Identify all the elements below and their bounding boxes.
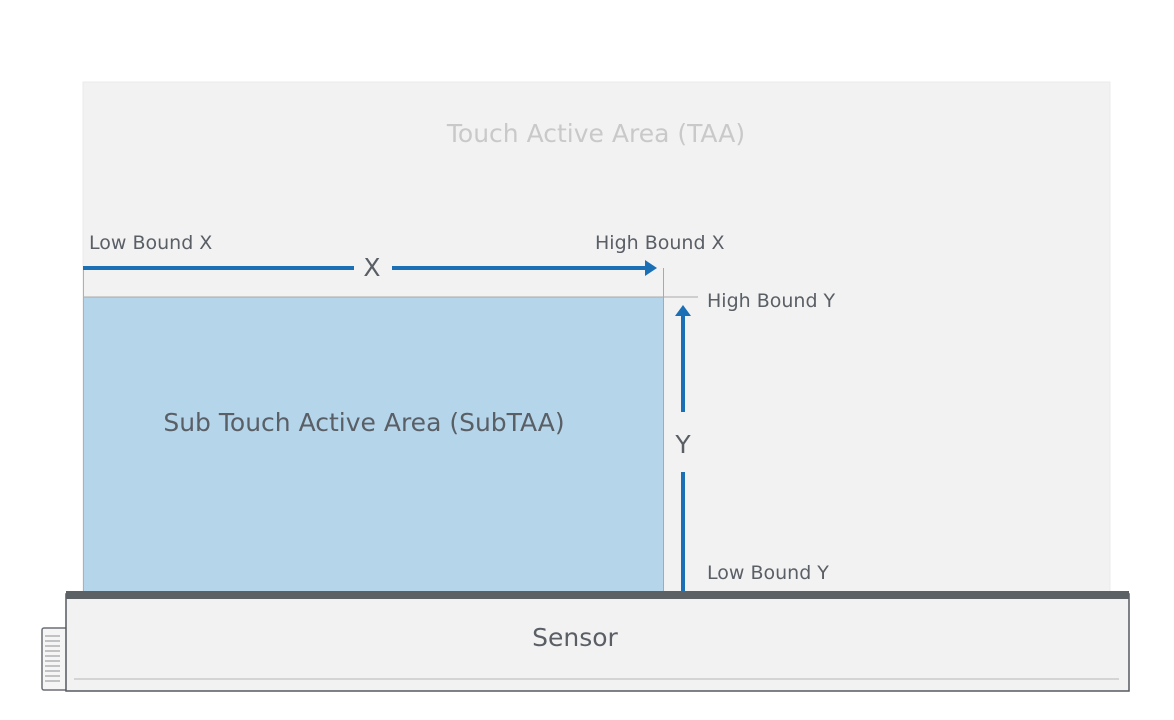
high-bound-y-label: High Bound Y [707,290,836,312]
x-axis-label: X [363,253,380,282]
sensor-bar: Sensor [41,591,1130,692]
low-bound-y-label: Low Bound Y [707,562,829,584]
y-axis-label: Y [674,430,691,459]
subtaa-region [83,297,663,594]
sensor-top-edge [66,591,1129,599]
high-bound-x-label: High Bound X [595,232,725,254]
x-arrowhead [645,260,657,276]
y-arrowhead [675,305,691,316]
connector-pins [45,635,60,682]
low-bound-x-label: Low Bound X [89,232,212,254]
sensor-label: Sensor [532,623,618,652]
taa-label: Touch Active Area (TAA) [446,119,745,148]
subtaa-label: Sub Touch Active Area (SubTAA) [163,408,564,437]
sensor-body [65,593,1130,692]
